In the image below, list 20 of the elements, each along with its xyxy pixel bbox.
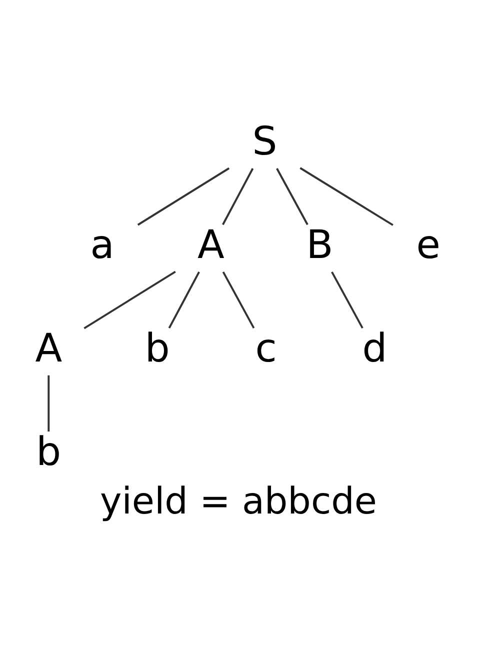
caption: yield = abbcde [100,479,377,522]
node-text: e [416,223,440,268]
node-text: S [252,120,278,165]
connector [222,271,255,329]
connector [331,271,364,329]
node-text: A [198,223,224,268]
connector [276,168,308,226]
node-text: b [36,430,62,475]
node-text: B [306,223,334,268]
node-text: A [35,326,62,372]
node-text: d [362,326,388,372]
connector [168,271,200,329]
connector [222,168,254,226]
node-text: c [255,326,277,372]
node-text: b [144,326,170,372]
connector [300,167,394,226]
connector [137,167,230,226]
connector [48,375,50,432]
node-text: a [90,223,114,268]
connector [84,270,176,330]
